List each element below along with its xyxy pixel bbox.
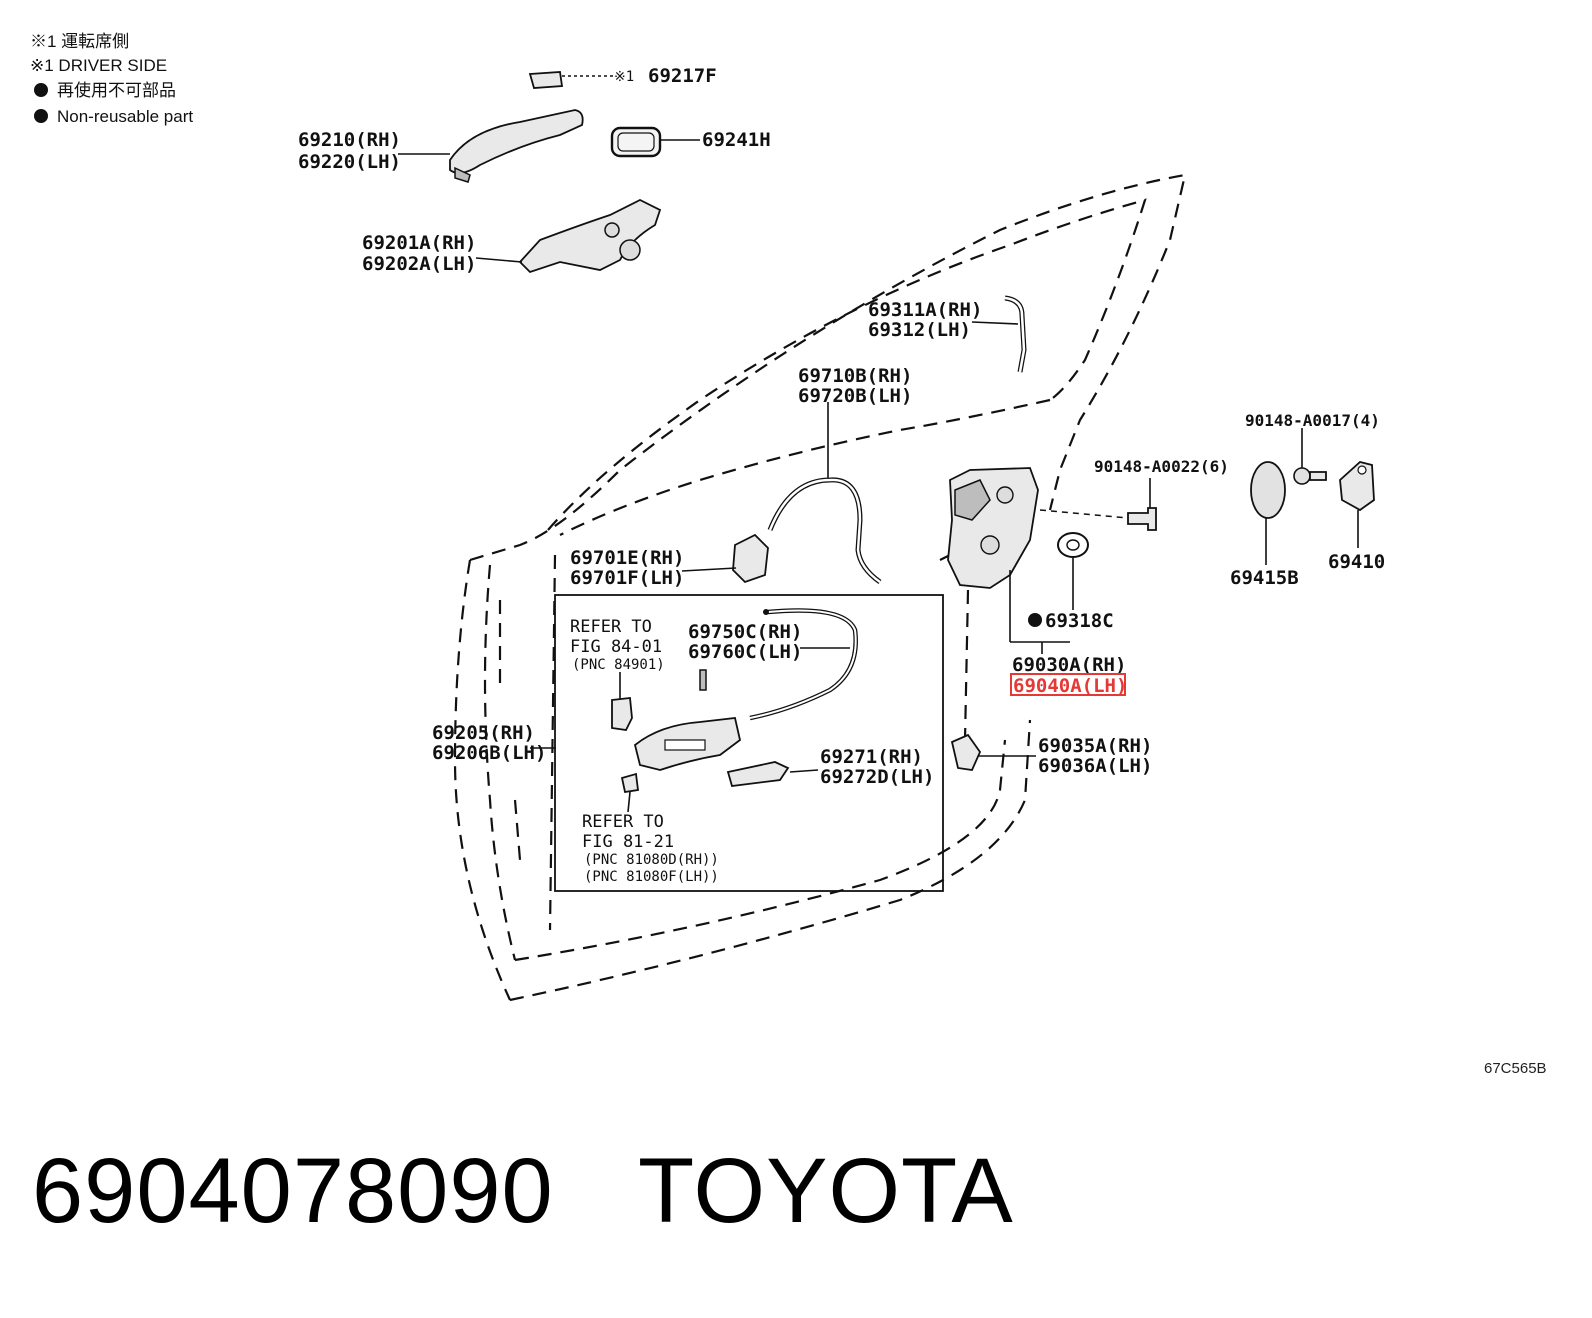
non-reusable-dot-icon	[34, 109, 48, 123]
cylinder-cap-icon	[528, 71, 564, 89]
part-90148-A0017-screw: 90148-A0017(4)	[1245, 411, 1380, 485]
callout-69210-rh: 69210(RH)	[298, 129, 401, 151]
part-90148-A0022-screw: 90148-A0022(6)	[1094, 457, 1229, 531]
legend-non-reusable-en: Non-reusable part	[57, 107, 193, 126]
callout-69272D-lh: 69272D(LH)	[820, 766, 934, 788]
callout-69035A-rh: 69035A(RH)	[1038, 735, 1152, 757]
part-69205-label: 69205(RH) 69206B(LH)	[432, 722, 556, 764]
callout-69271-rh: 69271(RH)	[820, 746, 923, 768]
part-69318C-washer: 69318C	[1028, 509, 1129, 632]
clip-icon	[620, 772, 640, 794]
callout-69202A-lh: 69202A(LH)	[362, 253, 476, 275]
ref1-line3: (PNC 84901)	[572, 657, 665, 673]
callout-90148-A0017: 90148-A0017(4)	[1245, 411, 1380, 430]
highlight-box	[1010, 673, 1126, 696]
ref1-line1: REFER TO	[570, 617, 652, 637]
part-69701E-bellcrank: 69701E(RH) 69701F(LH)	[570, 533, 769, 589]
screw-icon	[1127, 507, 1157, 531]
part-69040A-door-lock: 69030A(RH) 69040A(LH)	[947, 467, 1127, 697]
callout-69241H: 69241H	[702, 129, 771, 151]
inside-handle-group: REFER TO FIG 84-01 (PNC 84901) 69750C(RH…	[554, 594, 944, 892]
screw-icon	[699, 669, 707, 691]
callout-69311A-rh: 69311A(RH)	[868, 299, 982, 321]
part-69210-outside-handle: 69210(RH) 69220(LH)	[298, 109, 584, 183]
part-69311A-rod: 69311A(RH) 69312(LH)	[868, 295, 1027, 373]
caption-brand: TOYOTA	[638, 1140, 1014, 1242]
callout-69701F-lh: 69701F(LH)	[570, 567, 684, 589]
non-reusable-dot-icon	[1028, 613, 1042, 627]
bellcrank-icon	[732, 533, 769, 584]
non-reusable-dot-icon	[34, 83, 48, 97]
bracket-icon	[611, 697, 633, 731]
callout-69701E-rh: 69701E(RH)	[570, 547, 684, 569]
callout-69318C: 69318C	[1045, 610, 1114, 632]
ref2-line2: FIG 81-21	[582, 832, 674, 852]
legend-driver-side-en: ※1 DRIVER SIDE	[30, 56, 167, 75]
legend: ※1 運転席側 ※1 DRIVER SIDE 再使用不可部品 Non-reusa…	[30, 32, 193, 126]
ref2-line3: (PNC 81080D(RH))	[584, 852, 719, 868]
callout-69415B: 69415B	[1230, 567, 1299, 589]
callout-69217F: 69217F	[648, 65, 717, 87]
callout-69710B-rh: 69710B(RH)	[798, 365, 912, 387]
door-lock-icon	[947, 467, 1039, 589]
door-striker-icon	[1339, 461, 1375, 512]
callout-69205-rh: 69205(RH)	[432, 722, 535, 744]
part-69217F: ※1 69217F	[528, 65, 717, 89]
part-69035A-knob: 69035A(RH) 69036A(LH)	[950, 733, 1152, 777]
callout-90148-A0022: 90148-A0022(6)	[1094, 457, 1229, 476]
caption-part-number: 6904078090	[32, 1140, 554, 1242]
handle-bezel-icon	[726, 761, 790, 787]
legend-non-reusable-jp: 再使用不可部品	[57, 80, 176, 100]
door-outline	[453, 173, 1187, 1002]
callout-69206B-lh: 69206B(LH)	[432, 742, 546, 764]
ref1-line2: FIG 84-01	[570, 637, 662, 657]
detail-box	[554, 594, 944, 892]
callout-69410: 69410	[1328, 551, 1385, 573]
striker-cover-icon	[1250, 461, 1286, 519]
part-69241H-gasket: 69241H	[610, 126, 771, 158]
screw-icon	[1293, 467, 1311, 485]
callout-mark: ※1	[614, 69, 634, 85]
part-69410-striker: 69410	[1328, 461, 1385, 573]
ref2-line1: REFER TO	[582, 812, 664, 832]
outside-handle-icon	[449, 109, 584, 174]
callout-69220-lh: 69220(LH)	[298, 151, 401, 173]
callout-69312-lh: 69312(LH)	[868, 319, 971, 341]
callout-69040A-lh: 69040A(LH)	[1013, 675, 1127, 697]
callout-69760C-lh: 69760C(LH)	[688, 641, 802, 663]
callout-69201A-rh: 69201A(RH)	[362, 232, 476, 254]
lock-knob-icon	[950, 733, 982, 771]
callout-69720B-lh: 69720B(LH)	[798, 385, 912, 407]
callout-69750C-rh: 69750C(RH)	[688, 621, 802, 643]
part-69710B-cable: 69710B(RH) 69720B(LH)	[767, 365, 912, 585]
legend-driver-side-jp: ※1 運転席側	[30, 32, 129, 51]
part-69415B-cover: 69415B	[1230, 461, 1299, 589]
ref2-line4: (PNC 81080F(LH))	[584, 869, 719, 885]
figure-code: 67C565B	[1484, 1060, 1547, 1077]
gasket-icon	[610, 126, 662, 158]
handle-frame-icon	[518, 198, 662, 274]
callout-69036A-lh: 69036A(LH)	[1038, 755, 1152, 777]
part-69201A-handle-frame: 69201A(RH) 69202A(LH)	[362, 198, 662, 275]
callout-69030A-rh: 69030A(RH)	[1012, 654, 1126, 676]
